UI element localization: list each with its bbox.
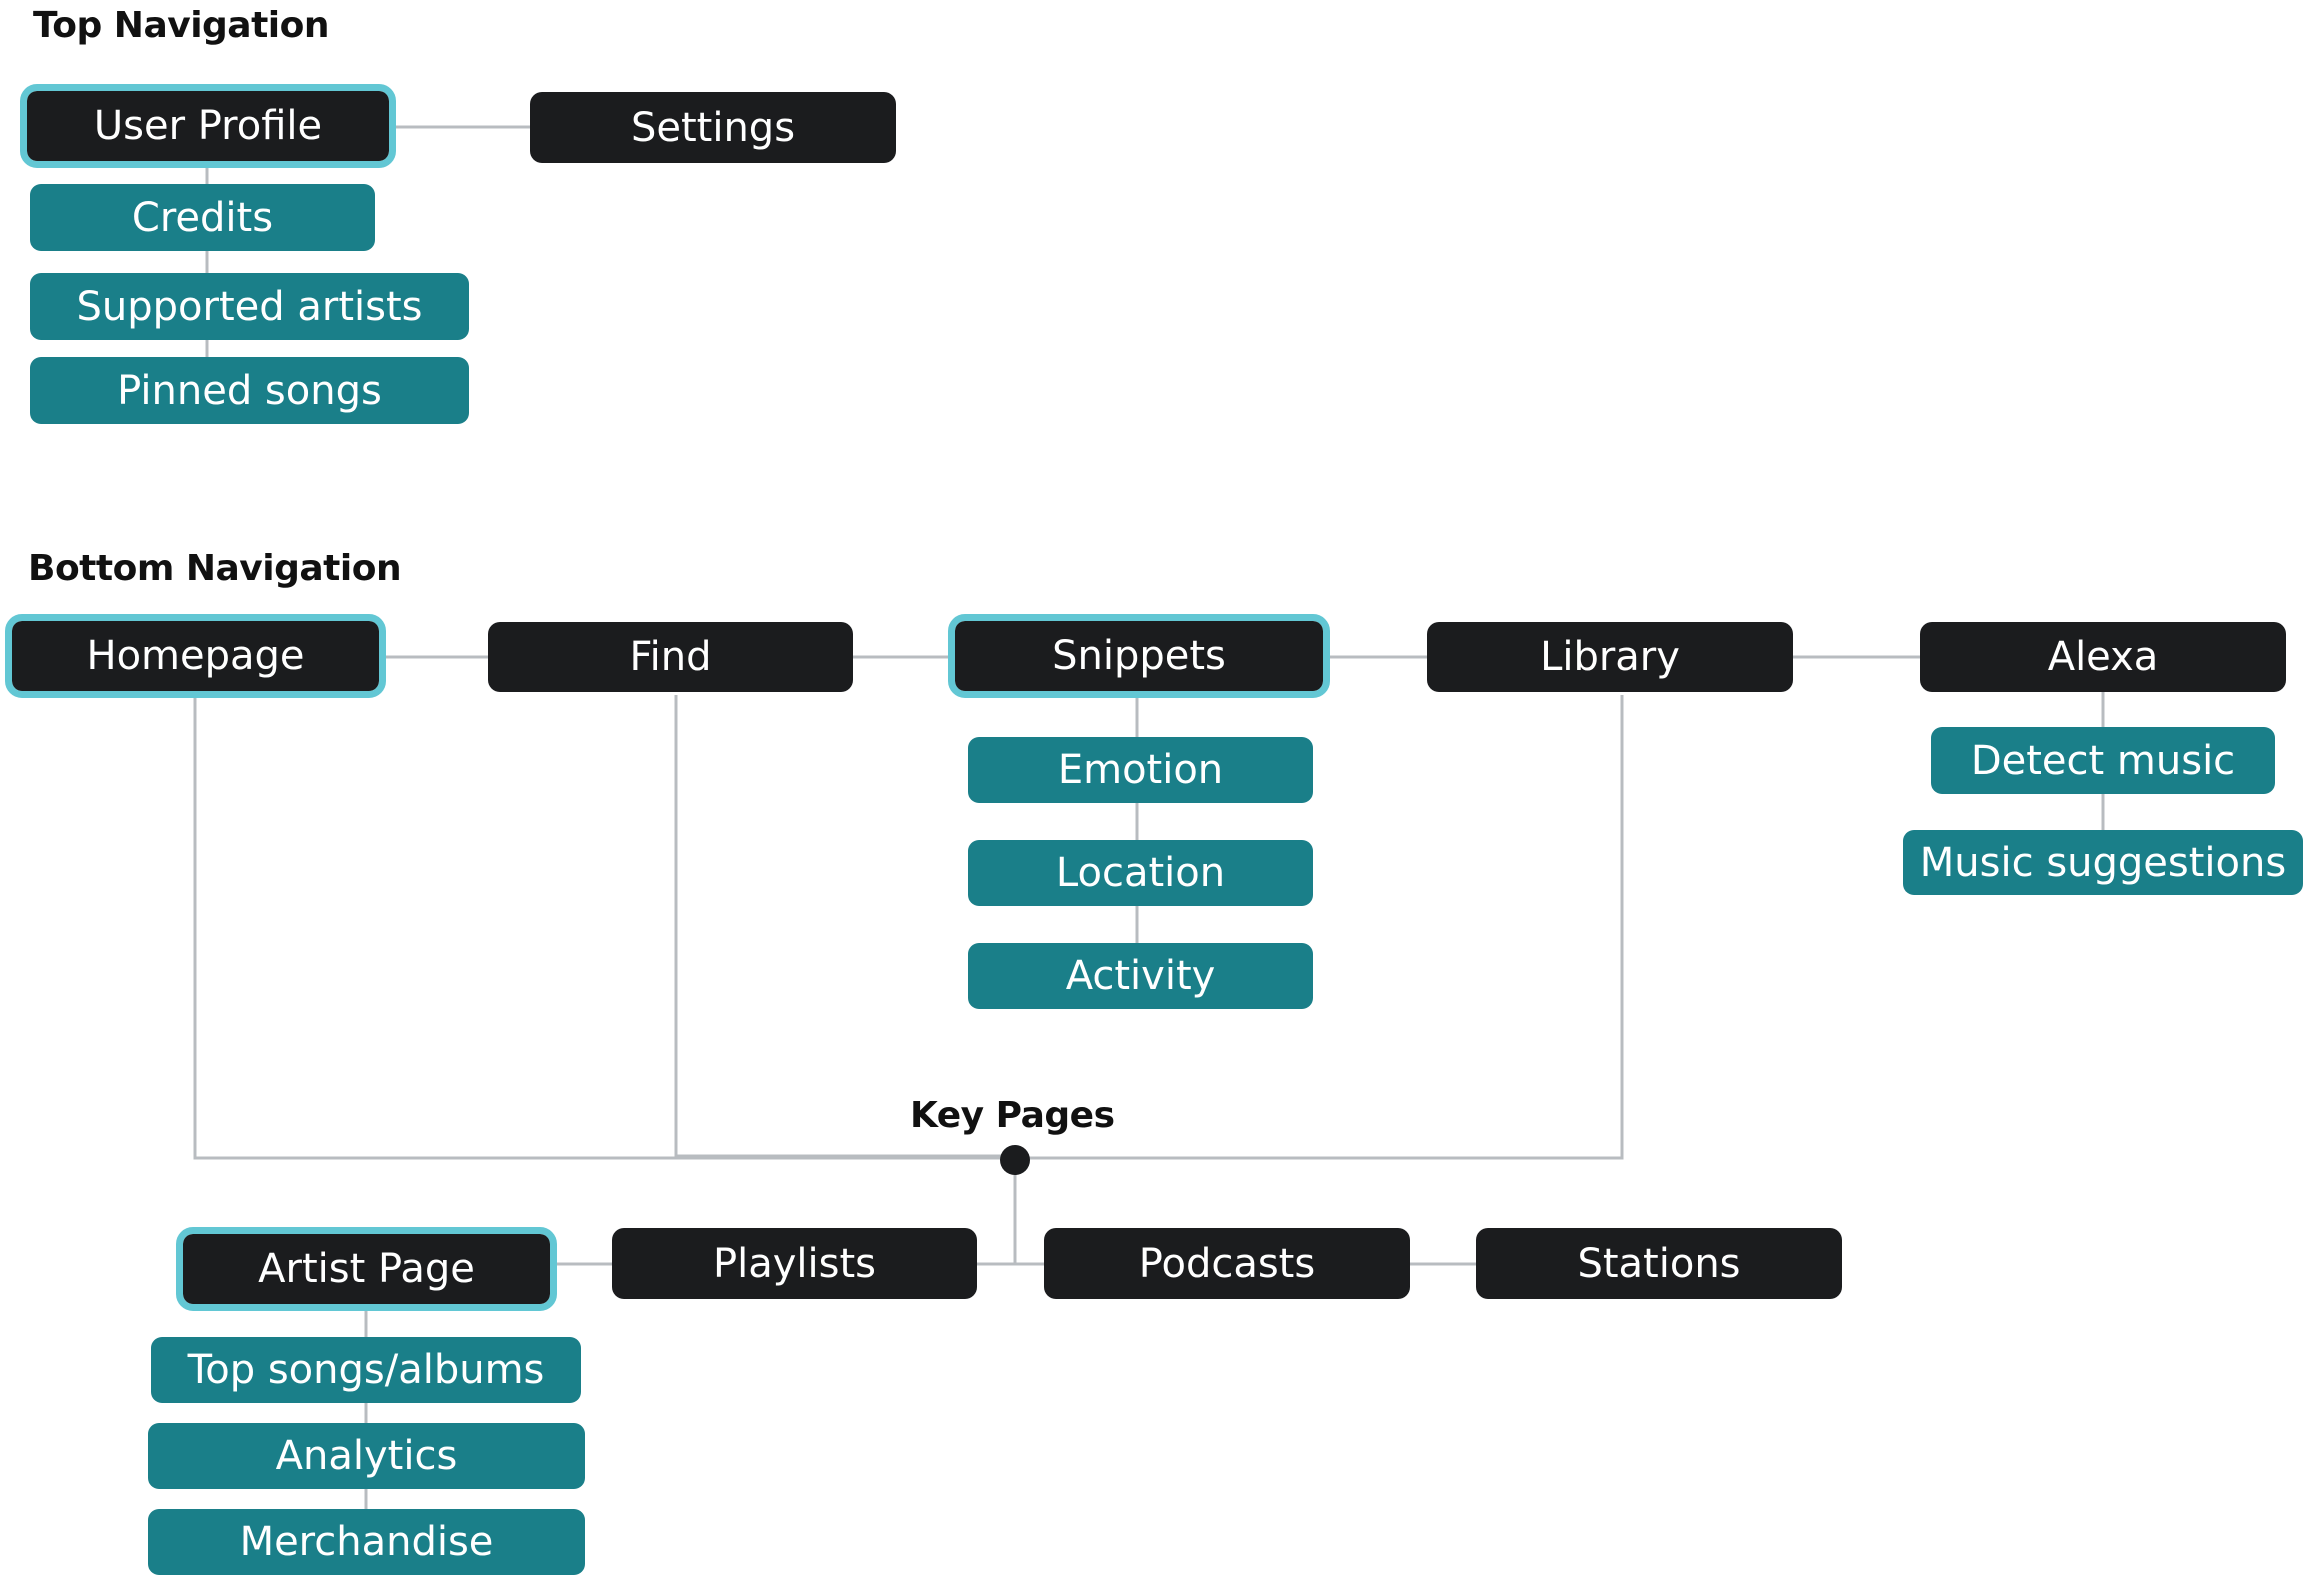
emotion-node[interactable]: Emotion <box>968 737 1313 803</box>
analytics-node[interactable]: Analytics <box>148 1423 585 1489</box>
podcasts-node[interactable]: Podcasts <box>1044 1228 1410 1299</box>
homepage-node[interactable]: Homepage <box>5 614 386 698</box>
top-songs-albums-node[interactable]: Top songs/albums <box>151 1337 581 1403</box>
music-suggestions-node[interactable]: Music suggestions <box>1903 830 2303 895</box>
artist-page-node[interactable]: Artist Page <box>176 1227 557 1311</box>
activity-node[interactable]: Activity <box>968 943 1313 1009</box>
key-pages-hub-dot <box>1000 1145 1030 1175</box>
detect-music-node[interactable]: Detect music <box>1931 727 2275 794</box>
settings-node[interactable]: Settings <box>530 92 896 163</box>
supported-artists-node[interactable]: Supported artists <box>30 273 469 340</box>
pinned-songs-node[interactable]: Pinned songs <box>30 357 469 424</box>
playlists-node[interactable]: Playlists <box>612 1228 977 1299</box>
find-node[interactable]: Find <box>488 622 853 692</box>
merchandise-node[interactable]: Merchandise <box>148 1509 585 1575</box>
top-navigation-heading: Top Navigation <box>33 5 330 46</box>
bottom-navigation-heading: Bottom Navigation <box>28 548 402 589</box>
user-profile-node[interactable]: User Profile <box>20 84 396 168</box>
key-pages-heading: Key Pages <box>910 1095 1115 1136</box>
location-node[interactable]: Location <box>968 840 1313 906</box>
alexa-node[interactable]: Alexa <box>1920 622 2286 692</box>
stations-node[interactable]: Stations <box>1476 1228 1842 1299</box>
library-node[interactable]: Library <box>1427 622 1793 692</box>
snippets-node[interactable]: Snippets <box>948 614 1330 698</box>
credits-node[interactable]: Credits <box>30 184 375 251</box>
